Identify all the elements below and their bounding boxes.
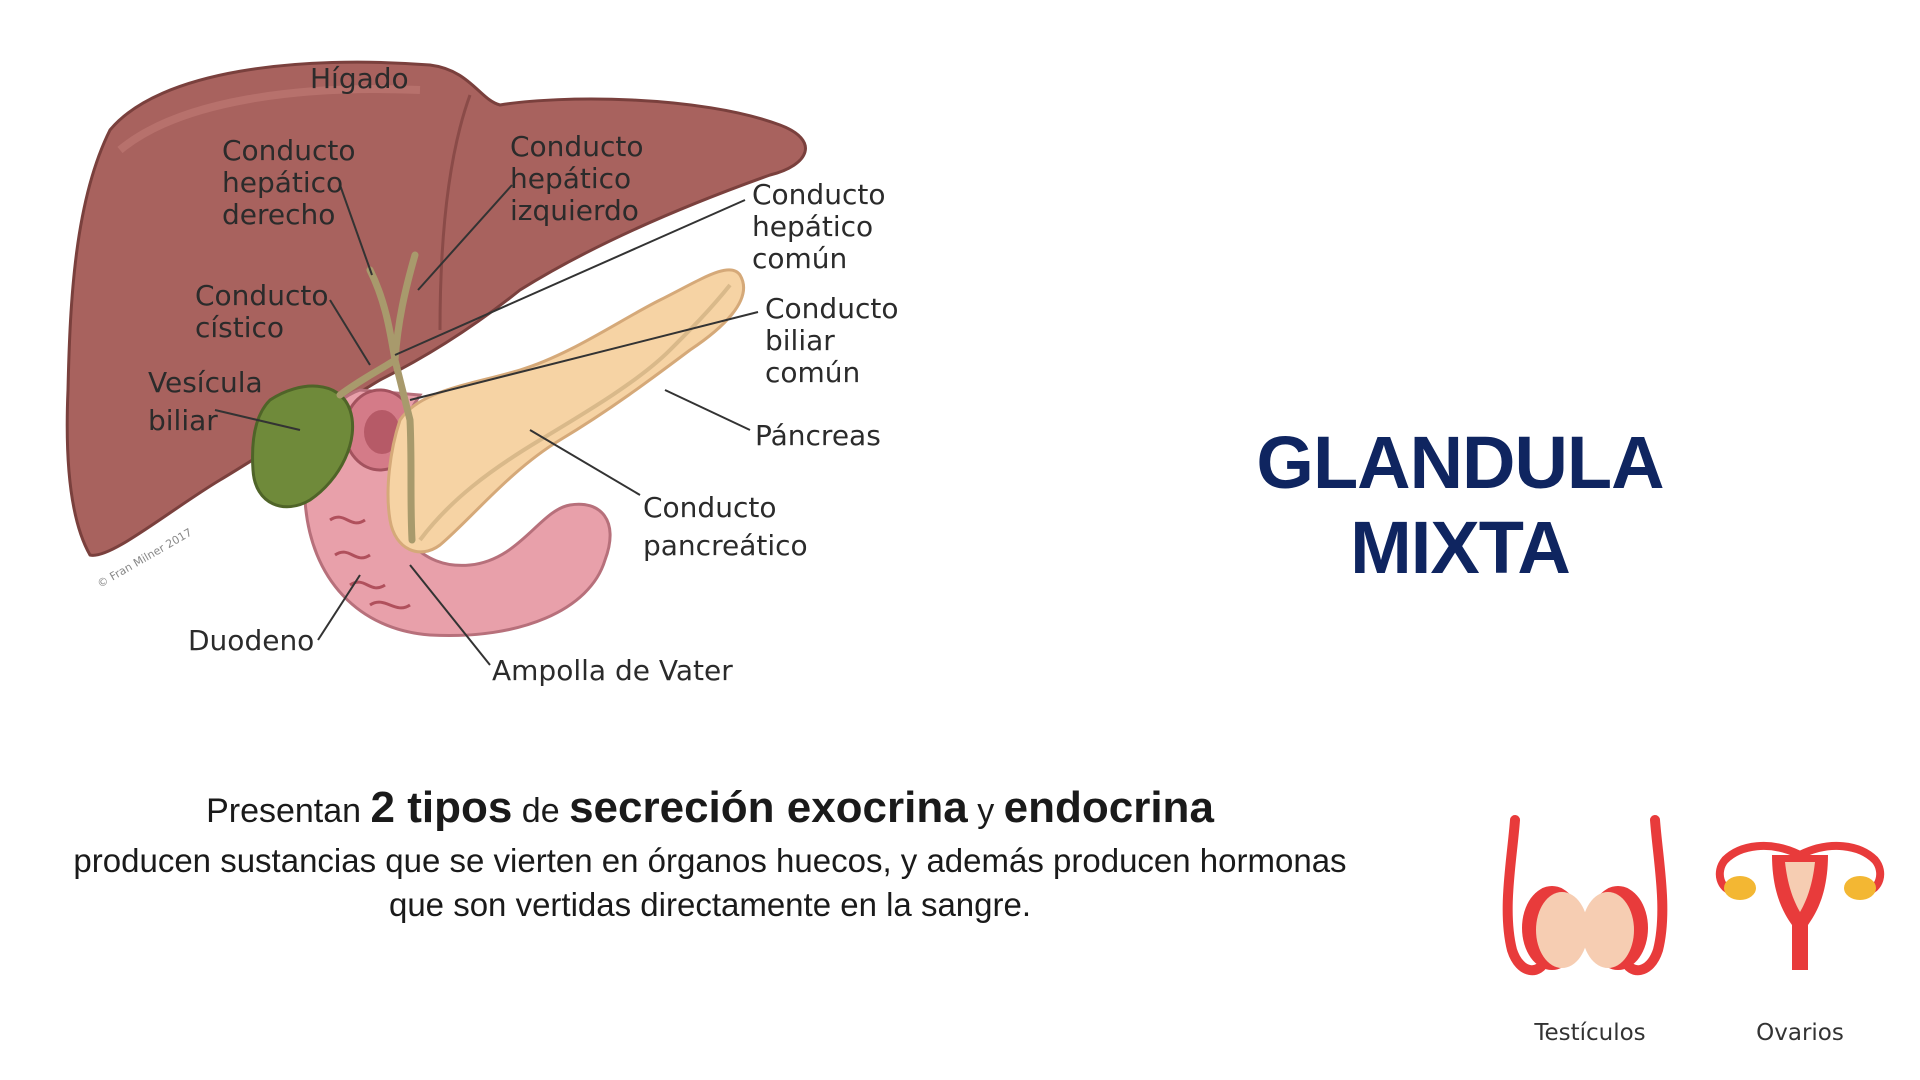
label-hep-izquierdo: Conducto hepático izquierdo — [510, 130, 652, 227]
label-vesicula: Vesícula biliar — [148, 366, 272, 437]
desc-text-de: de — [521, 792, 560, 830]
leader-hep-izquierdo — [417, 184, 513, 291]
leader-biliar-comun — [409, 311, 759, 401]
liver-pancreas-diagram: Hígado Conducto hepático derecho Conduct… — [65, 60, 907, 687]
leader-pancreas — [664, 389, 751, 431]
label-pancreatico: Conducto pancreático — [643, 491, 808, 562]
description: Presentan 2 tipos de secreción exocrina … — [60, 780, 1360, 927]
label-pancreas: Páncreas — [755, 419, 881, 452]
description-line-2: producen sustancias que se vierten en ór… — [73, 842, 1347, 879]
uterus-ovaries-icon — [1715, 841, 1885, 970]
leader-ampolla — [409, 564, 491, 666]
desc-text-2-tipos: 2 tipos — [370, 783, 513, 832]
leader-hep-comun — [394, 199, 746, 356]
desc-text-exocrina: secreción exocrina — [569, 783, 968, 832]
testes-label: Testículos — [1534, 1020, 1646, 1046]
liver-highlight — [117, 85, 421, 154]
label-cistico: Conducto cístico — [195, 279, 337, 344]
slide-title: GLANDULA MIXTA — [1256, 421, 1664, 589]
bile-ducts — [336, 251, 419, 544]
testes-icon — [1502, 815, 1668, 976]
label-duodeno: Duodeno — [188, 624, 314, 657]
leader-duodeno — [317, 574, 361, 641]
leader-cistico — [329, 299, 371, 366]
ovaries-label: Ovarios — [1756, 1020, 1844, 1046]
description-line-3: que son vertidas directamente en la sang… — [388, 886, 1032, 923]
leader-pancreatico — [529, 429, 641, 496]
desc-text-presentan: Presentan — [206, 792, 362, 830]
leader-hep-derecho — [339, 184, 373, 276]
liver-shape — [65, 60, 807, 557]
label-biliar-comun: Conducto biliar común — [765, 292, 907, 389]
leader-vesicula — [214, 409, 301, 431]
pancreatic-duct — [418, 283, 732, 542]
label-higado: Hígado — [310, 62, 409, 95]
duodenum-folds — [329, 515, 411, 610]
liver-fissure — [438, 94, 472, 331]
label-ampolla: Ampolla de Vater — [492, 654, 733, 687]
duodenum-lumen — [364, 410, 400, 454]
gallbladder-shape — [251, 384, 355, 509]
desc-text-y: y — [977, 792, 995, 830]
label-hep-derecho: Conducto hepático derecho — [222, 134, 364, 231]
label-hep-comun: Conducto hepático común — [752, 178, 894, 275]
description-line-1: Presentan 2 tipos de secreción exocrina … — [60, 780, 1360, 839]
desc-text-endocrina: endocrina — [1003, 783, 1214, 832]
